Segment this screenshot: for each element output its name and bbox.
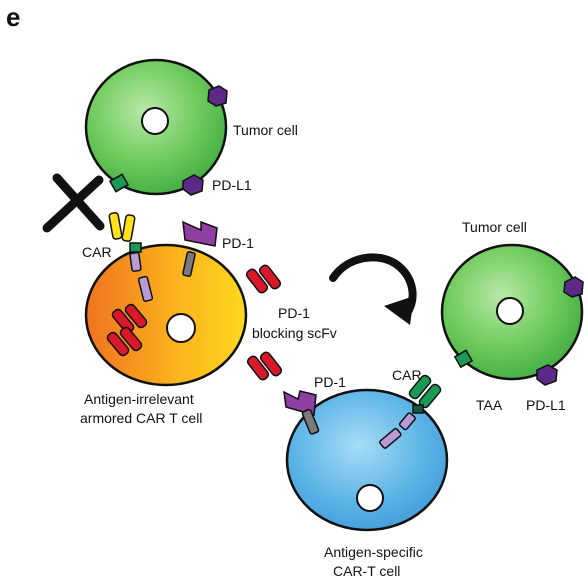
blocked-x-icon <box>42 173 105 233</box>
pd1-blocking-scfv-icon <box>106 303 148 357</box>
armored-cell-nucleus <box>166 313 196 343</box>
tumor-cell-top <box>84 58 228 196</box>
car-receptor-icon <box>108 212 154 302</box>
label-armored-line2: armored CAR T cell <box>80 410 202 426</box>
pdl1-icon <box>563 276 584 298</box>
pd1-blocking-scfv-icon <box>246 351 283 381</box>
pd1-blocking-scfv-icon <box>245 264 282 294</box>
curved-arrow-icon <box>329 253 417 325</box>
pd1-receptor-icon <box>182 220 218 277</box>
label-taa: TAA <box>476 397 503 413</box>
label-pd1-blocking-line2: blocking scFv <box>252 325 337 341</box>
label-tumor-cell-top: Tumor cell <box>233 122 298 138</box>
armored-car-t-cell <box>84 243 248 387</box>
panel-letter: e <box>6 2 20 32</box>
label-specific-line2: CAR-T cell <box>333 563 400 579</box>
label-car-left: CAR <box>82 244 112 260</box>
label-pd1-bottom: PD-1 <box>314 374 346 390</box>
taa-icon <box>453 349 474 369</box>
pdl1-icon <box>182 174 204 196</box>
label-pd1-blocking-line1: PD-1 <box>278 305 310 321</box>
label-pdl1-right: PD-L1 <box>526 397 566 413</box>
pdl1-icon <box>536 364 558 386</box>
tumor-cell-top-nucleus <box>141 107 169 135</box>
tumor-cell-right-nucleus <box>496 297 524 325</box>
label-tumor-cell-right: Tumor cell <box>462 219 527 235</box>
pd1-receptor-icon <box>283 390 320 435</box>
label-pd1-left: PD-1 <box>222 235 254 251</box>
car-receptor-icon <box>379 374 442 449</box>
label-car-bottom: CAR <box>392 367 422 383</box>
tumor-cell-right <box>440 243 584 386</box>
taa-icon <box>108 173 130 193</box>
pdl1-icon <box>207 85 228 107</box>
label-pdl1-top: PD-L1 <box>212 177 252 193</box>
label-specific-line1: Antigen-specific <box>324 544 423 560</box>
car-t-cell-nucleus <box>356 484 384 512</box>
label-armored-line1: Antigen-irrelevant <box>84 391 194 407</box>
